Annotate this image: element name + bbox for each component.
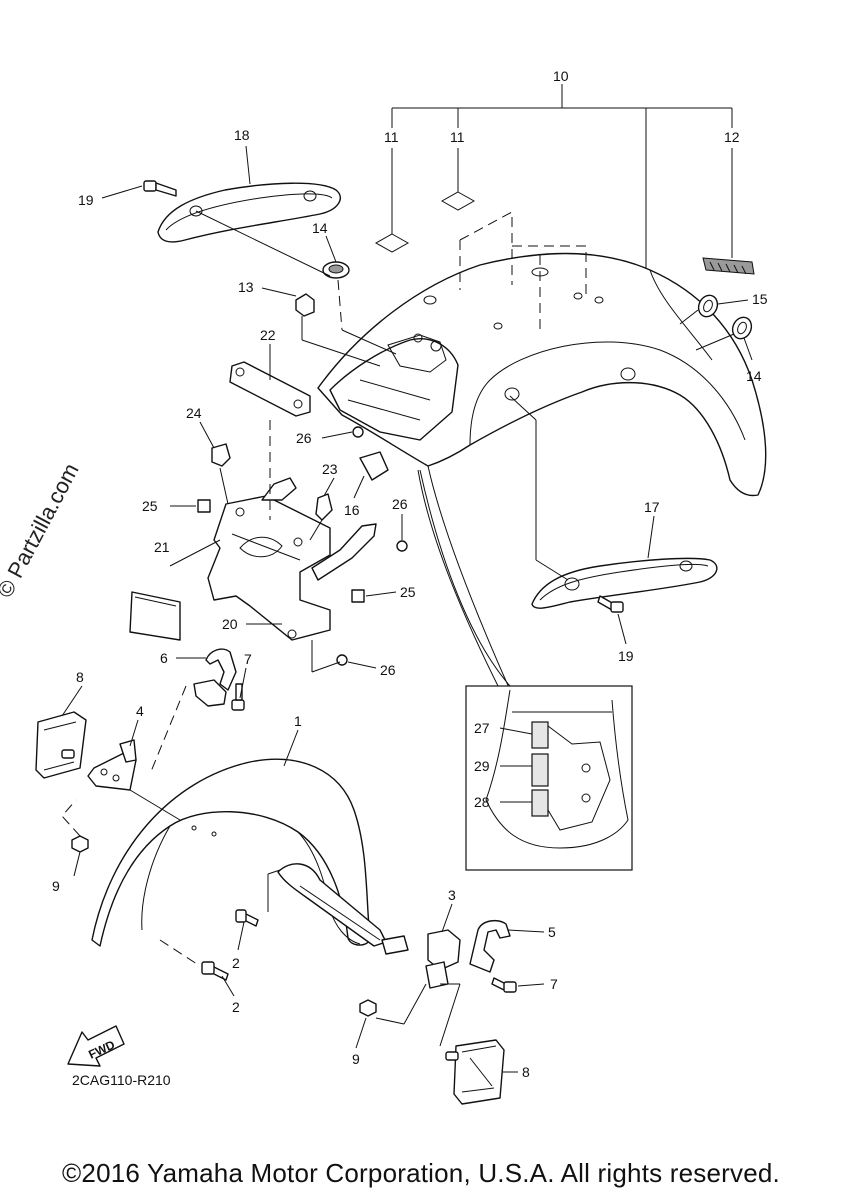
pad-24 — [211, 443, 231, 467]
inset-detail-box — [465, 685, 633, 871]
pad-29 — [531, 753, 549, 787]
pad-25a — [197, 499, 211, 513]
pad-27 — [531, 721, 549, 749]
callout-14b: 14 — [746, 368, 762, 384]
callout-19a: 19 — [78, 192, 94, 208]
nut-9a — [71, 835, 89, 853]
reflector-8b — [445, 1039, 505, 1105]
callout-26c: 26 — [380, 662, 396, 678]
screw-26a — [352, 426, 364, 438]
callout-19b: 19 — [618, 648, 634, 664]
callout-7b: 7 — [550, 976, 558, 992]
fender-lower-edge — [427, 465, 511, 691]
callout-4: 4 — [136, 703, 144, 719]
callout-26b: 26 — [392, 496, 408, 512]
license-bracket-20 — [207, 477, 377, 641]
leader-9a — [61, 799, 81, 837]
callout-9a: 9 — [52, 878, 60, 894]
fender-trim-17 — [531, 557, 718, 609]
grommet-14b — [731, 316, 753, 340]
callout-labels: 10 11 11 12 18 19 14 13 15 14 22 24 26 2… — [52, 68, 768, 1080]
pad-25b — [351, 589, 365, 603]
callout-2b: 2 — [232, 999, 240, 1015]
callout-11a: 11 — [384, 129, 399, 145]
callout-21: 21 — [154, 539, 170, 555]
grommet-14a — [322, 261, 350, 279]
license-lens-21 — [129, 591, 181, 641]
bolt-2a — [235, 909, 259, 927]
reflector-8a — [35, 711, 87, 779]
grommet-15 — [697, 294, 719, 318]
callout-11b: 11 — [450, 129, 465, 145]
drawing-code: 2CAG110-R210 — [72, 1072, 171, 1088]
callout-16: 16 — [344, 502, 360, 518]
callout-23: 23 — [322, 461, 338, 477]
emblem-sticker-11a — [374, 233, 410, 253]
callout-25a: 25 — [142, 498, 158, 514]
fender-lower-edge-2 — [417, 469, 501, 691]
emblem-sticker-11b — [440, 191, 476, 211]
callout-12: 12 — [724, 129, 740, 145]
callout-9b: 9 — [352, 1051, 360, 1067]
pad-16 — [359, 451, 389, 481]
callout-29: 29 — [474, 758, 490, 774]
copyright-footer: ©2016 Yamaha Motor Corporation, U.S.A. A… — [62, 1158, 780, 1188]
callout-14a: 14 — [312, 220, 328, 236]
reflector-clip-6b — [193, 679, 227, 707]
bolt-19a — [143, 180, 177, 197]
bracket-22 — [229, 361, 311, 417]
callout-5: 5 — [548, 924, 556, 940]
grommet-front — [381, 935, 409, 955]
bolt-2b — [201, 961, 229, 981]
forward-arrow-icon: FWD — [67, 1025, 125, 1067]
callout-15: 15 — [752, 291, 768, 307]
cable-clamp-5 — [469, 919, 511, 973]
clip-13 — [295, 293, 315, 317]
emblem-badge-12 — [702, 257, 755, 275]
pad-28 — [531, 789, 549, 817]
callout-8a: 8 — [76, 669, 84, 685]
screw-26b — [396, 540, 408, 552]
callout-26a: 26 — [296, 430, 312, 446]
fender-trim-18 — [157, 182, 341, 243]
leader-lines — [61, 145, 753, 1073]
callout-20: 20 — [222, 616, 238, 632]
callout-27: 27 — [474, 720, 490, 736]
screw-26c — [336, 654, 348, 666]
callout-17: 17 — [644, 499, 660, 515]
reflector-bracket-6 — [205, 648, 237, 691]
callout-7a: 7 — [244, 651, 252, 667]
callout-2a: 2 — [232, 955, 240, 971]
callout-24: 24 — [186, 405, 202, 421]
callout-13: 13 — [238, 279, 254, 295]
bolt-19b — [597, 595, 624, 613]
callout-6: 6 — [160, 650, 168, 666]
inset-connector — [419, 469, 511, 687]
callout-10: 10 — [553, 68, 569, 84]
bracket-3 — [425, 929, 461, 989]
callout-3: 3 — [448, 887, 456, 903]
nut-9b — [359, 999, 377, 1017]
reflector-mount-4 — [87, 739, 137, 791]
callout-25b: 25 — [400, 584, 416, 600]
bolt-7b — [491, 977, 517, 993]
callout-18: 18 — [234, 127, 250, 143]
rear-fender — [317, 211, 767, 497]
callout-22: 22 — [260, 327, 276, 343]
callout-8b: 8 — [522, 1064, 530, 1080]
pad-23 — [315, 493, 333, 521]
callout-28: 28 — [474, 794, 490, 810]
callout-1: 1 — [294, 713, 302, 729]
